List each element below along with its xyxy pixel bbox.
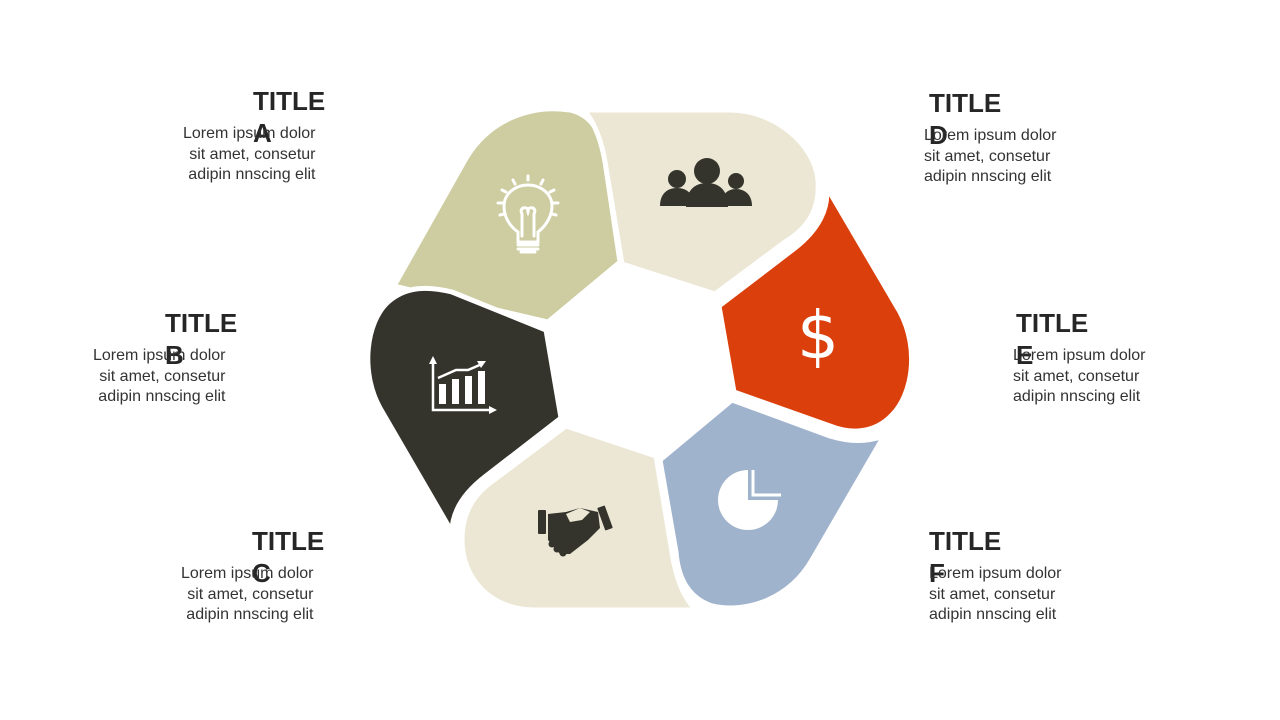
label-f-title: TITLE <box>929 526 1002 556</box>
label-e-text: Lorem ipsum dolor sit amet, consetur adi… <box>1013 347 1146 405</box>
label-b-title: TITLE <box>165 308 238 338</box>
segment-e <box>716 183 914 434</box>
people-icon <box>660 158 752 207</box>
label-c-title: TITLE <box>252 526 325 556</box>
label-b-letter: B <box>165 340 184 370</box>
label-a-text: Lorem ipsum dolor sit amet, consetur adi… <box>183 125 316 183</box>
label-f-text: Lorem ipsum dolor sit amet, consetur adi… <box>929 565 1062 623</box>
label-e-letter: E <box>1016 340 1034 370</box>
label-f-letter: F <box>929 558 945 588</box>
label-d-letter: D <box>929 120 948 150</box>
handshake-icon <box>538 505 613 557</box>
label-c-letter: C <box>252 558 271 588</box>
label-d-text: Lorem ipsum dolor sit amet, consetur adi… <box>924 127 1057 185</box>
dollar-icon: $ <box>797 297 839 374</box>
label-a-letter: A <box>253 118 272 148</box>
label-a-title: TITLE <box>253 86 326 116</box>
lightbulb-icon <box>496 174 560 254</box>
label-e-title: TITLE <box>1016 308 1089 338</box>
label-d-title: TITLE <box>929 88 1002 118</box>
label-b-text: Lorem ipsum dolor sit amet, consetur adi… <box>93 347 226 405</box>
pie-chart-icon <box>718 470 781 530</box>
growth-chart-icon <box>429 356 497 414</box>
label-c-text: Lorem ipsum dolor sit amet, consetur adi… <box>181 565 314 623</box>
